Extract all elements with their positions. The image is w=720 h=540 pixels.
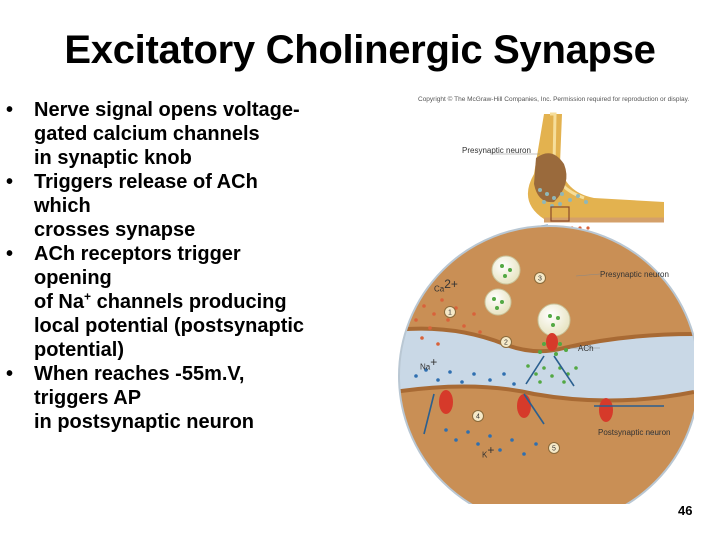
bullet-symbol: • [6,243,14,265]
calcium-ions [414,298,482,346]
potassium-charge: + [487,443,495,457]
bullet-line: Nerve signal opens voltage- [34,99,300,121]
calcium-charge: 2+ [444,277,458,291]
label-leaders [570,273,660,435]
bullet-line: in postsynaptic neuron [34,411,255,433]
bullet-line: local potential (postsynaptic [34,315,305,337]
bullet-item: • ACh receptors trigger opening of Na+ c… [6,242,376,362]
step-1-number: 3 [538,276,542,283]
step-2-number: 1 [448,310,452,317]
bullet-symbol: • [6,99,14,121]
step-markers [444,272,560,454]
presynaptic-neuron-label: Presynaptic neuron [462,146,531,155]
synapse-illustration: 3 1 2 4 5 [398,112,700,527]
synaptic-vesicles [484,255,571,356]
bullet-line: triggers AP [34,387,142,409]
bullet-item: • Nerve signal opens voltage- gated calc… [6,98,376,170]
bullet-line: in synaptic knob [34,147,192,169]
postsynaptic-neuron-label: Postsynaptic neuron [598,428,671,437]
ach-molecules [526,364,578,384]
potassium-symbol: K [482,450,488,460]
bullet-line: opening [34,267,112,289]
synapse-magnified-view [399,226,695,526]
copyright-notice: Copyright © The McGraw-Hill Companies, I… [418,96,690,103]
bullet-symbol: • [6,363,14,385]
sodium-label: Na+ [420,356,437,372]
bullet-line: which [34,195,91,217]
sodium-symbol: Na [420,362,431,372]
bullet-line: of Na+ channels producing [34,289,287,313]
bullet-line: When reaches -55m.V, [34,363,245,385]
sodium-charge: + [430,355,438,369]
bullet-line: ACh receptors trigger [34,243,241,265]
step-3-number: 2 [504,340,508,347]
slide-title: Excitatory Cholinergic Synapse [64,28,656,72]
bullet-symbol: • [6,171,14,193]
ach-label: ACh [578,344,594,353]
bullet-line: gated calcium channels [34,123,260,145]
bullet-line: Triggers release of ACh [34,171,258,193]
axon-terminal-inset [490,112,664,230]
calcium-symbol: Ca [434,284,445,294]
bullet-line: potential) [34,339,124,361]
step-5-number: 5 [552,446,556,453]
step-4-number: 4 [476,414,480,421]
potassium-label: K+ [482,444,494,460]
flow-arrows [423,355,664,435]
synapse-figure: 3 1 2 4 5 Copyright © The McGraw-Hill Co… [394,94,700,527]
sodium-ions [414,368,538,456]
presynaptic-neuron-side-label: Presynaptic neuron [600,270,669,279]
calcium-label: Ca2+ [434,278,458,294]
bullet-item: • Triggers release of ACh which crosses … [6,170,376,242]
page-number: 46 [678,503,693,518]
bullet-item: • When reaches -55m.V, triggers AP in po… [6,362,376,434]
bullet-line: crosses synapse [34,219,196,241]
bullet-list: • Nerve signal opens voltage- gated calc… [6,98,376,434]
